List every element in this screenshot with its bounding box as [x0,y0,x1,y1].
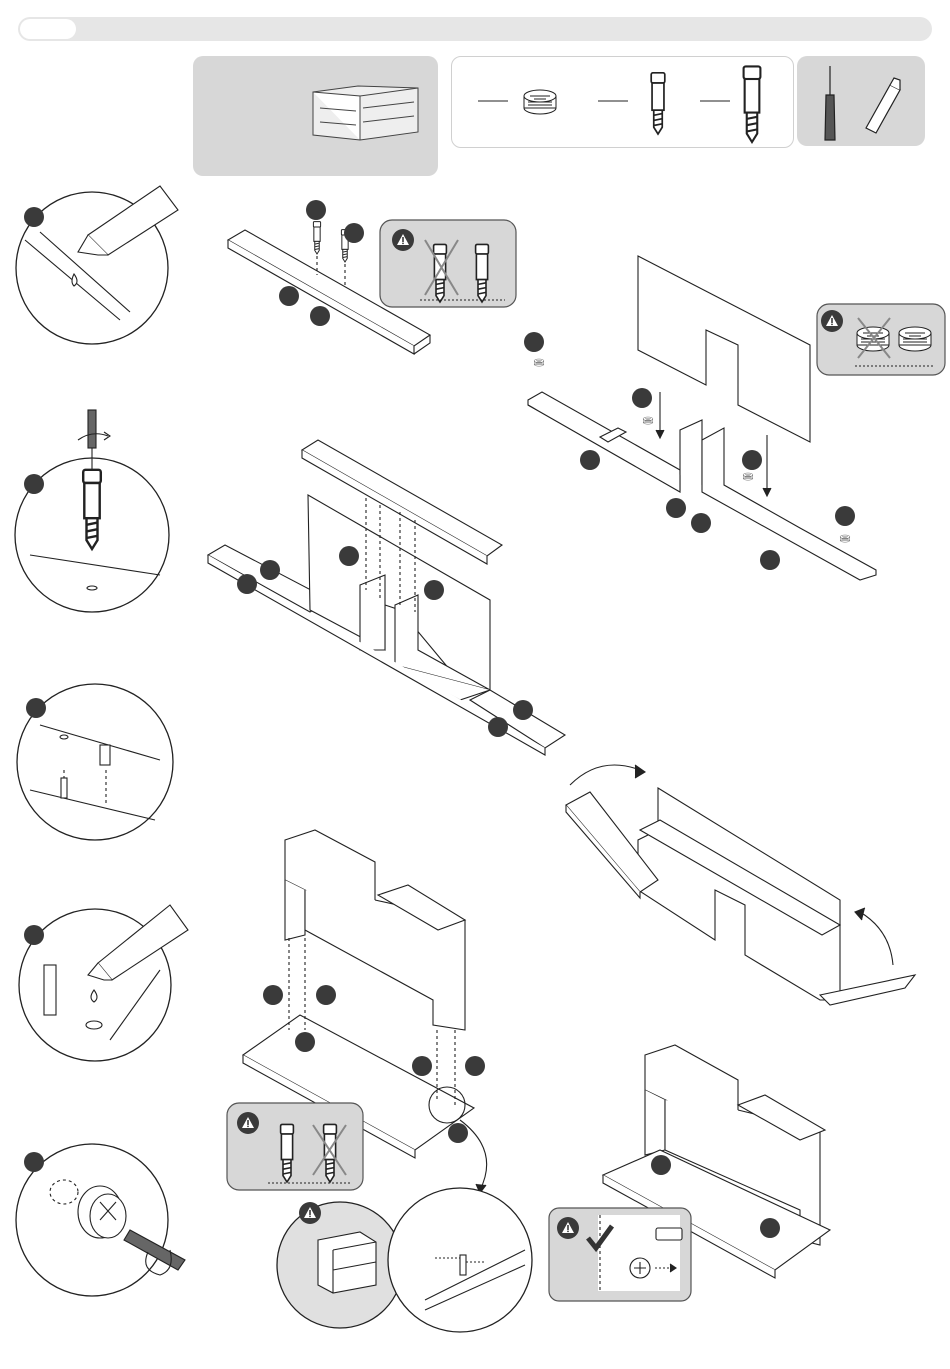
tool-icons [825,66,900,140]
vanity-unit-drawing [313,86,418,140]
hardware-items [478,66,760,142]
drawer-note-warning [299,1202,321,1224]
